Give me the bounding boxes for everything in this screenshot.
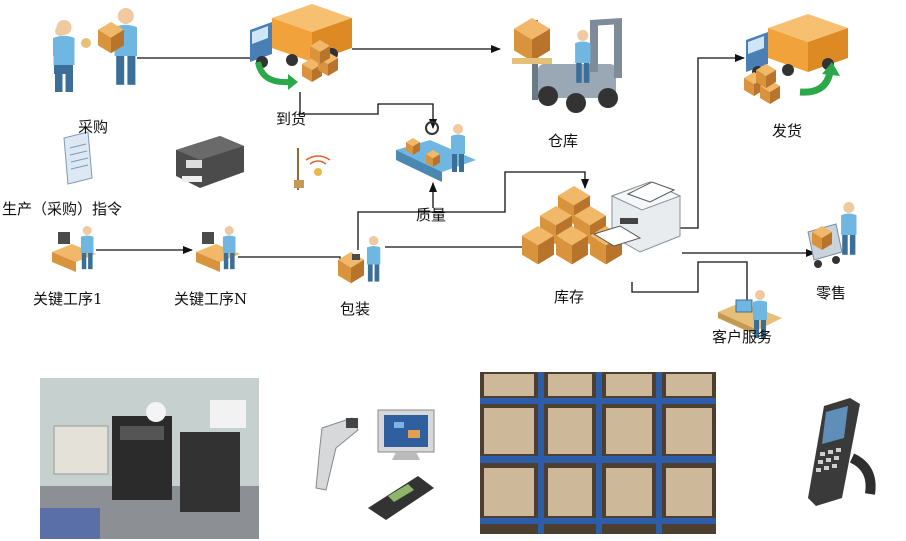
- people-handshake-icon: [53, 8, 137, 92]
- label-production-order: 生产（采购）指令: [2, 200, 123, 218]
- label-customer-service: 客户服务: [712, 328, 773, 346]
- label-inventory: 库存: [554, 288, 585, 306]
- label-key-process-1: 关键工序1: [33, 290, 103, 308]
- workstation-icon: [52, 226, 96, 272]
- label-packing: 包装: [340, 300, 371, 318]
- mobile-computer-photo: [790, 398, 886, 510]
- workstation-icon: [196, 226, 240, 272]
- computer-monitor-icon: [377, 409, 435, 460]
- forklift-icon: [512, 18, 622, 113]
- connector-inventory-to-service: [631, 261, 751, 313]
- label-key-process-n: 关键工序N: [174, 290, 248, 308]
- truck-shipping-icon: [744, 14, 848, 104]
- label-printer-photo: [40, 378, 259, 539]
- rfid-antenna-icon: [294, 148, 331, 190]
- label-warehouse: 仓库: [548, 132, 579, 150]
- label-purchase: 采购: [78, 118, 109, 136]
- connector-kpn-to-packing: [238, 256, 341, 268]
- warehouse-shelves-photo: [480, 372, 716, 534]
- connector-arrival-to-quality: [299, 92, 437, 129]
- packing-station-icon: [338, 236, 381, 284]
- document-icon: [63, 131, 93, 185]
- label-retail: 零售: [816, 284, 847, 302]
- barcode-scanner-icon: [315, 417, 359, 491]
- label-shipping: 发货: [772, 122, 803, 140]
- customer-service-icon: [718, 290, 782, 338]
- connector-packing-to-box: [357, 171, 589, 250]
- connector-inventory-to-shipping: [680, 54, 745, 229]
- label-quality: 质量: [416, 206, 447, 224]
- handheld-terminal-icon: [368, 476, 434, 520]
- flow-connectors: [96, 45, 816, 313]
- printer-icon: [592, 181, 682, 253]
- shopping-cart-icon: [807, 202, 857, 268]
- truck-delivery-icon: [250, 4, 352, 90]
- label-arrival: 到货: [276, 110, 307, 128]
- label-printer-icon: [176, 136, 244, 188]
- box-stack-icon: [522, 186, 622, 265]
- quality-inspection-icon: [396, 121, 476, 182]
